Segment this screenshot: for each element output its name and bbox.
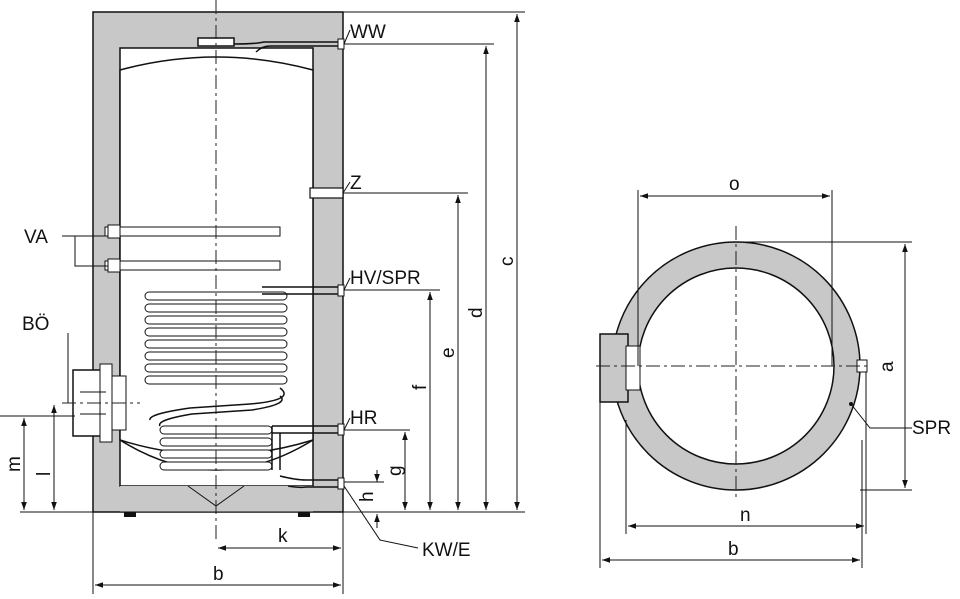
- dim-f: f: [410, 384, 431, 390]
- dim-e: e: [438, 347, 459, 358]
- flange-block: [599, 333, 629, 403]
- dim-d: d: [466, 307, 487, 318]
- side-view: WW Z VA HV/SPR BÖ HR KW/E c d e f g h m …: [0, 0, 525, 594]
- dim-n: n: [740, 505, 751, 526]
- anode-rod-upper: [104, 226, 281, 237]
- z-connection: [309, 187, 344, 199]
- label-va: VA: [24, 227, 48, 248]
- dim-b-top: b: [728, 539, 739, 560]
- dim-b-side: b: [213, 564, 224, 585]
- label-z: Z: [350, 173, 362, 194]
- label-kw-e: KW/E: [422, 540, 471, 561]
- dim-o: o: [729, 174, 740, 195]
- top-view: o a n b SPR: [596, 174, 951, 568]
- label-spr: SPR: [912, 418, 951, 439]
- dim-h: h: [357, 491, 378, 502]
- dim-l: l: [34, 472, 55, 476]
- dim-a: a: [877, 361, 898, 372]
- dim-m: m: [4, 456, 25, 472]
- label-ww: WW: [350, 22, 386, 43]
- label-hv-spr: HV/SPR: [350, 268, 421, 289]
- label-hr: HR: [350, 408, 377, 429]
- label-boe: BÖ: [22, 314, 49, 335]
- dim-c: c: [497, 257, 518, 267]
- dim-k: k: [278, 526, 288, 547]
- anode-rod-lower: [104, 260, 281, 271]
- dim-g: g: [385, 465, 406, 476]
